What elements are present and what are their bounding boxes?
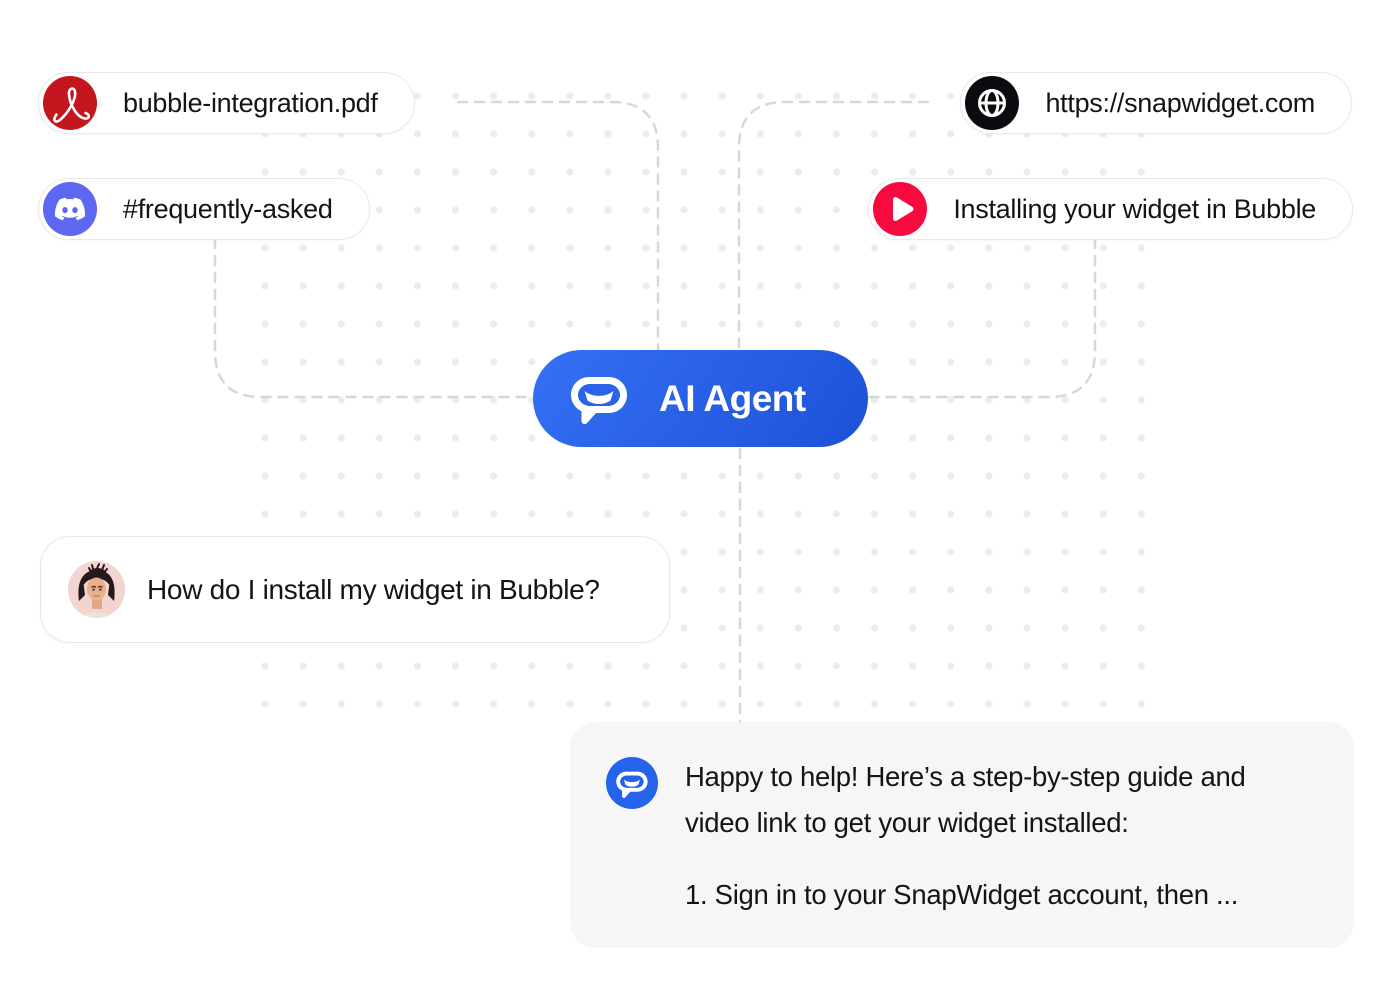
question-bubble: How do I install my widget in Bubble? [40,536,670,643]
ai-agent-label: AI Agent [659,377,806,419]
discord-icon [43,182,97,236]
source-pill-pdf: bubble-integration.pdf [38,72,415,134]
play-icon [873,182,928,236]
connector-discord-to-agent [213,237,535,399]
source-pill-video: Installing your widget in Bubble [868,178,1353,240]
answer-line-2: video link to get your widget installed: [685,807,1129,838]
source-pill-website: https://snapwidget.com [960,72,1352,134]
source-pill-discord: #frequently-asked [38,178,370,240]
globe-icon [965,76,1020,130]
source-pill-discord-label: #frequently-asked [123,193,333,224]
connector-pdf-to-agent [456,100,660,352]
chat-bubble-icon [571,376,627,424]
ai-agent-pill: AI Agent [533,350,868,447]
question-text: How do I install my widget in Bubble? [147,573,600,605]
answer-bubble: Happy to help! Here’s a step-by-step gui… [570,722,1354,948]
answer-list-item: 1. Sign in to your SnapWidget account, t… [685,879,1239,910]
pdf-icon [43,76,97,130]
source-pill-website-label: https://snapwidget.com [1045,87,1315,118]
source-pill-video-label: Installing your widget in Bubble [953,193,1316,224]
source-pill-pdf-label: bubble-integration.pdf [123,87,378,118]
connector-video-to-agent [866,237,1097,399]
user-avatar [68,561,125,618]
answer-line-1: Happy to help! Here’s a step-by-step gui… [685,761,1246,792]
answer-text: Happy to help! Here’s a step-by-step gui… [685,754,1246,918]
chat-bubble-icon [606,757,658,809]
